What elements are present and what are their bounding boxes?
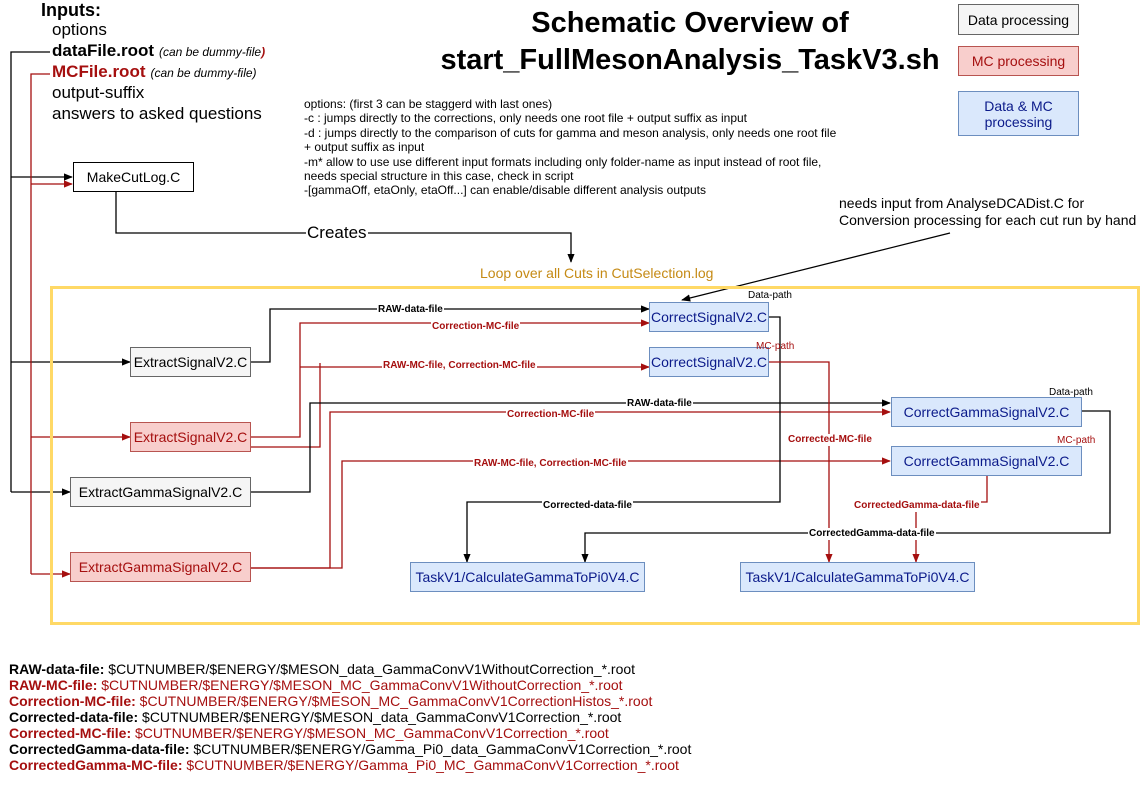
options-line: -d : jumps directly to the comparison of… <box>304 125 837 140</box>
dca-note-line-2: Conversion processing for each cut run b… <box>839 212 1137 228</box>
file-path: $CUTNUMBER/$ENERGY/Gamma_Pi0_MC_GammaCon… <box>186 757 679 773</box>
edge-corrected-gamma-data <box>581 410 1111 563</box>
inputs-heading: Inputs: <box>41 0 101 20</box>
options-description: options: (first 3 can be staggerd with l… <box>304 97 836 198</box>
file-key: Corrected-data-file: <box>9 709 139 725</box>
file-path: $CUTNUMBER/$ENERGY/Gamma_Pi0_data_GammaC… <box>193 741 692 757</box>
edge-label-raw-mc-correction-mc: RAW-MC-file, Correction-MC-file <box>473 458 628 470</box>
file-row: CorrectedGamma-data-file: $CUTNUMBER/$EN… <box>9 741 691 757</box>
file-path: $CUTNUMBER/$ENERGY/$MESON_MC_GammaConvV1… <box>135 725 609 741</box>
correct-gamma-signal-data-box[interactable]: CorrectGammaSignalV2.C <box>891 397 1082 427</box>
extract-gamma-signal-mc-box[interactable]: ExtractGammaSignalV2.C <box>70 552 251 582</box>
options-line: options: (first 3 can be staggerd with l… <box>304 97 553 111</box>
extract-signal-data-box[interactable]: ExtractSignalV2.C <box>130 347 251 377</box>
correct-signal-mc-box[interactable]: CorrectSignalV2.C <box>649 347 769 377</box>
page-title: Schematic Overview of start_FullMesonAna… <box>430 5 950 79</box>
edge-rawmc-corrmc-signal-stub <box>250 363 321 448</box>
data-path-label: Data-path <box>1049 387 1093 398</box>
makecutlog-box[interactable]: MakeCutLog.C <box>73 162 194 192</box>
file-key: Corrected-MC-file: <box>9 725 132 741</box>
input-output-suffix: output-suffix <box>52 83 145 102</box>
edge-label-raw-mc-correction-mc: RAW-MC-file, Correction-MC-file <box>382 360 537 372</box>
edge-label-raw-data: RAW-data-file <box>626 398 693 410</box>
file-key: CorrectedGamma-MC-file: <box>9 757 183 773</box>
dca-note-line-1: needs input from AnalyseDCADist.C for <box>839 195 1085 211</box>
mc-file-name: MCFile.root <box>52 62 146 81</box>
data-path-label: Data-path <box>748 290 792 301</box>
file-path: $CUTNUMBER/$ENERGY/$MESON_data_GammaConv… <box>108 661 636 677</box>
file-path: $CUTNUMBER/$ENERGY/$MESON_MC_GammaConvV1… <box>101 677 623 693</box>
options-line: needs special structure in this case, ch… <box>304 169 574 184</box>
options-line: -[gammaOff, etaOnly, etaOff...] can enab… <box>304 183 707 198</box>
input-trunk-mc <box>30 73 50 574</box>
legend-data-mc-processing: Data & MC processing <box>958 91 1079 136</box>
edge-label-raw-data: RAW-data-file <box>377 304 444 316</box>
file-key: RAW-data-file: <box>9 661 105 677</box>
extract-gamma-signal-data-box[interactable]: ExtractGammaSignalV2.C <box>70 477 251 507</box>
data-file-note-paren: ) <box>261 45 266 59</box>
input-trunk-data <box>10 51 50 492</box>
file-path: $CUTNUMBER/$ENERGY/$MESON_data_GammaConv… <box>142 709 622 725</box>
edge-raw-data-signal <box>250 305 650 363</box>
file-row: RAW-MC-file: $CUTNUMBER/$ENERGY/$MESON_M… <box>9 677 691 693</box>
file-row: Correction-MC-file: $CUTNUMBER/$ENERGY/$… <box>9 693 691 709</box>
input-answers: answers to asked questions <box>52 104 262 123</box>
creates-label: Creates <box>306 223 368 243</box>
file-row: Corrected-MC-file: $CUTNUMBER/$ENERGY/$M… <box>9 725 691 741</box>
file-key: Correction-MC-file: <box>9 693 136 709</box>
file-key: CorrectedGamma-data-file: <box>9 741 190 757</box>
input-mc-file: MCFile.root (can be dummy-file) <box>52 62 257 82</box>
edge-corrected-mc <box>769 361 833 563</box>
input-data-file: dataFile.root (can be dummy-file) <box>52 41 265 61</box>
edge-label-corrected-mc: Corrected-MC-file <box>787 434 873 446</box>
dca-note: needs input from AnalyseDCADist.C for Co… <box>839 195 1136 229</box>
legend-data-processing: Data processing <box>958 4 1079 35</box>
file-row: CorrectedGamma-MC-file: $CUTNUMBER/$ENER… <box>9 757 691 773</box>
data-file-note: (can be dummy-file <box>159 45 262 59</box>
file-row: RAW-data-file: $CUTNUMBER/$ENERGY/$MESON… <box>9 661 691 677</box>
edge-raw-data-gamma <box>250 399 891 493</box>
options-line: -c : jumps directly to the corrections, … <box>304 111 748 126</box>
input-options: options <box>52 20 107 39</box>
mc-path-label: MC-path <box>1057 435 1096 446</box>
mc-file-note: (can be dummy-file) <box>150 66 257 80</box>
extract-signal-mc-box[interactable]: ExtractSignalV2.C <box>130 422 251 452</box>
legend-mc-processing: MC processing <box>958 46 1079 76</box>
file-key: RAW-MC-file: <box>9 677 98 693</box>
edge-label-correction-mc: Correction-MC-file <box>431 321 521 333</box>
edge-label-corrected-gamma-mc: CorrectedGamma-data-file <box>853 500 981 512</box>
title-line-2: start_FullMesonAnalysis_TaskV3.sh <box>440 44 940 76</box>
mc-path-label: MC-path <box>756 341 795 352</box>
file-row: Corrected-data-file: $CUTNUMBER/$ENERGY/… <box>9 709 691 725</box>
edge-label-corrected-gamma-data: CorrectedGamma-data-file <box>808 528 936 540</box>
calculate-gamma-data-box[interactable]: TaskV1/CalculateGammaToPi0V4.C <box>410 562 645 592</box>
data-file-name: dataFile.root <box>52 41 155 60</box>
correct-signal-data-box[interactable]: CorrectSignalV2.C <box>649 302 769 332</box>
edge-label-corrected-data: Corrected-data-file <box>542 500 633 512</box>
edge-label-correction-mc: Correction-MC-file <box>506 409 596 421</box>
file-path: $CUTNUMBER/$ENERGY/$MESON_MC_GammaConvV1… <box>139 693 653 709</box>
correct-gamma-signal-mc-box[interactable]: CorrectGammaSignalV2.C <box>891 446 1082 476</box>
edge-corrected-data <box>463 316 781 563</box>
options-line: -m* allow to use use different input for… <box>304 154 822 169</box>
loop-frame <box>50 286 1140 625</box>
title-line-1: Schematic Overview of <box>531 7 849 39</box>
file-definitions: RAW-data-file: $CUTNUMBER/$ENERGY/$MESON… <box>9 661 691 773</box>
loop-label: Loop over all Cuts in CutSelection.log <box>480 265 714 281</box>
options-line: + output suffix as input <box>304 140 425 155</box>
calculate-gamma-mc-box[interactable]: TaskV1/CalculateGammaToPi0V4.C <box>740 562 975 592</box>
